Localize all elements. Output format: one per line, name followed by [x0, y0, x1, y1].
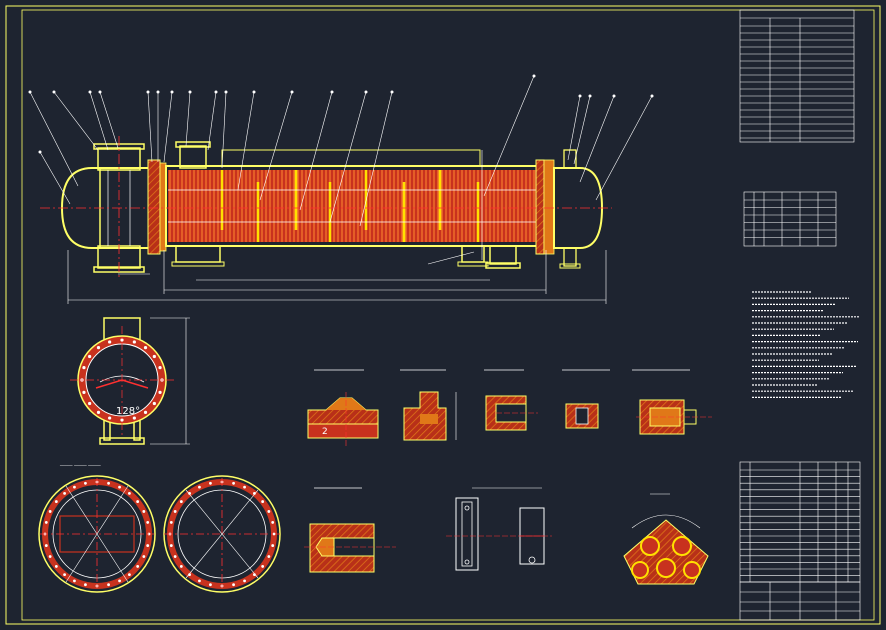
- section-number-label: 2: [322, 427, 328, 437]
- bolt-hole: [243, 485, 246, 489]
- bolt-hole: [198, 579, 201, 583]
- bolt-hole: [143, 346, 148, 350]
- bolt-hole: [82, 366, 86, 370]
- bolt-hole: [107, 481, 110, 485]
- bolt-hole: [132, 340, 136, 344]
- inner-frame: [21, 9, 875, 621]
- bolt-hole: [54, 500, 58, 503]
- bolt-hole: [44, 544, 48, 547]
- bolt-hole: [188, 491, 191, 495]
- tube-bundle: [168, 170, 536, 242]
- title-block: [739, 581, 861, 621]
- bolt-hole: [136, 565, 140, 568]
- bolt-hole: [271, 521, 275, 524]
- bolt-hole: [48, 555, 52, 558]
- bolt-hole: [158, 366, 162, 370]
- bolt-hole: [108, 416, 112, 420]
- main-assembly-view: [28, 74, 654, 304]
- bolt-hole: [146, 521, 150, 524]
- bolt-hole: [267, 555, 271, 558]
- bolt-hole: [136, 500, 140, 503]
- bolt-hole: [63, 573, 66, 577]
- bolt-hole: [132, 416, 136, 420]
- detail-weld-a: 2: [307, 369, 379, 446]
- bolt-hole: [261, 565, 265, 568]
- bolt-hole: [73, 579, 76, 583]
- bolt-hole: [88, 354, 92, 359]
- bolt-hole: [82, 390, 86, 394]
- bolt-hole: [96, 346, 101, 350]
- bolt-hole: [267, 510, 271, 513]
- bolt-hole: [158, 390, 162, 394]
- bolt-hole: [188, 573, 191, 577]
- bolt-hole: [88, 401, 92, 406]
- bolt-hole: [84, 481, 87, 485]
- bolt-hole: [73, 485, 76, 489]
- bolt-hole: [96, 410, 101, 414]
- detail-nozzle: [304, 487, 396, 573]
- detail-weld-b: [400, 369, 457, 441]
- bolt-hole: [120, 338, 124, 342]
- bolt-hole: [253, 491, 256, 495]
- bolt-hole: [152, 354, 156, 359]
- detail-tube-joint: [484, 369, 538, 431]
- bolt-hole: [107, 583, 110, 587]
- bolt-hole: [44, 521, 48, 524]
- bolt-hole: [232, 481, 235, 485]
- bolt-hole: [128, 491, 131, 495]
- technical-requirements: [752, 291, 860, 398]
- nozzle-table: [743, 191, 837, 247]
- bolt-hole: [120, 418, 124, 422]
- flange-angle-label: 128°: [116, 406, 140, 417]
- svg-text:_____ _____ _____: _____ _____ _____: [59, 460, 101, 466]
- bolt-hole: [118, 485, 121, 489]
- detail-bracket: [446, 487, 552, 571]
- bolt-hole: [128, 573, 131, 577]
- bolt-hole: [198, 485, 201, 489]
- bolt-hole: [48, 510, 52, 513]
- detail-tube-arrangement: [623, 493, 709, 585]
- bolt-hole: [169, 521, 173, 524]
- bolt-hole: [146, 544, 150, 547]
- bolt-hole: [63, 491, 66, 495]
- bolt-hole: [108, 340, 112, 344]
- bolt-hole: [173, 555, 177, 558]
- bolt-hole: [232, 583, 235, 587]
- end-view: 128°: [70, 317, 190, 445]
- bolt-hole: [209, 481, 212, 485]
- bolt-hole: [169, 544, 173, 547]
- bolt-hole: [209, 583, 212, 587]
- bolt-hole: [179, 565, 183, 568]
- bolt-hole: [261, 500, 265, 503]
- bolt-hole: [253, 573, 256, 577]
- bolt-hole: [143, 410, 148, 414]
- tubesheet-view-left: _____ _____ _____: [38, 460, 156, 593]
- bolt-hole: [54, 565, 58, 568]
- bolt-hole: [243, 579, 246, 583]
- bolt-hole: [142, 555, 146, 558]
- design-data-table: [739, 9, 855, 143]
- bolt-hole: [84, 583, 87, 587]
- bolt-hole: [179, 500, 183, 503]
- bolt-hole: [272, 532, 276, 536]
- detail-bolt-a: [562, 369, 610, 429]
- tubesheet-view-right: [163, 475, 281, 593]
- outer-frame: [5, 5, 881, 625]
- bolt-hole: [271, 544, 275, 547]
- bolt-hole: [173, 510, 177, 513]
- detail-bolt-b: [632, 369, 712, 435]
- bolt-hole: [142, 510, 146, 513]
- bolt-hole: [152, 401, 156, 406]
- bolt-hole: [118, 579, 121, 583]
